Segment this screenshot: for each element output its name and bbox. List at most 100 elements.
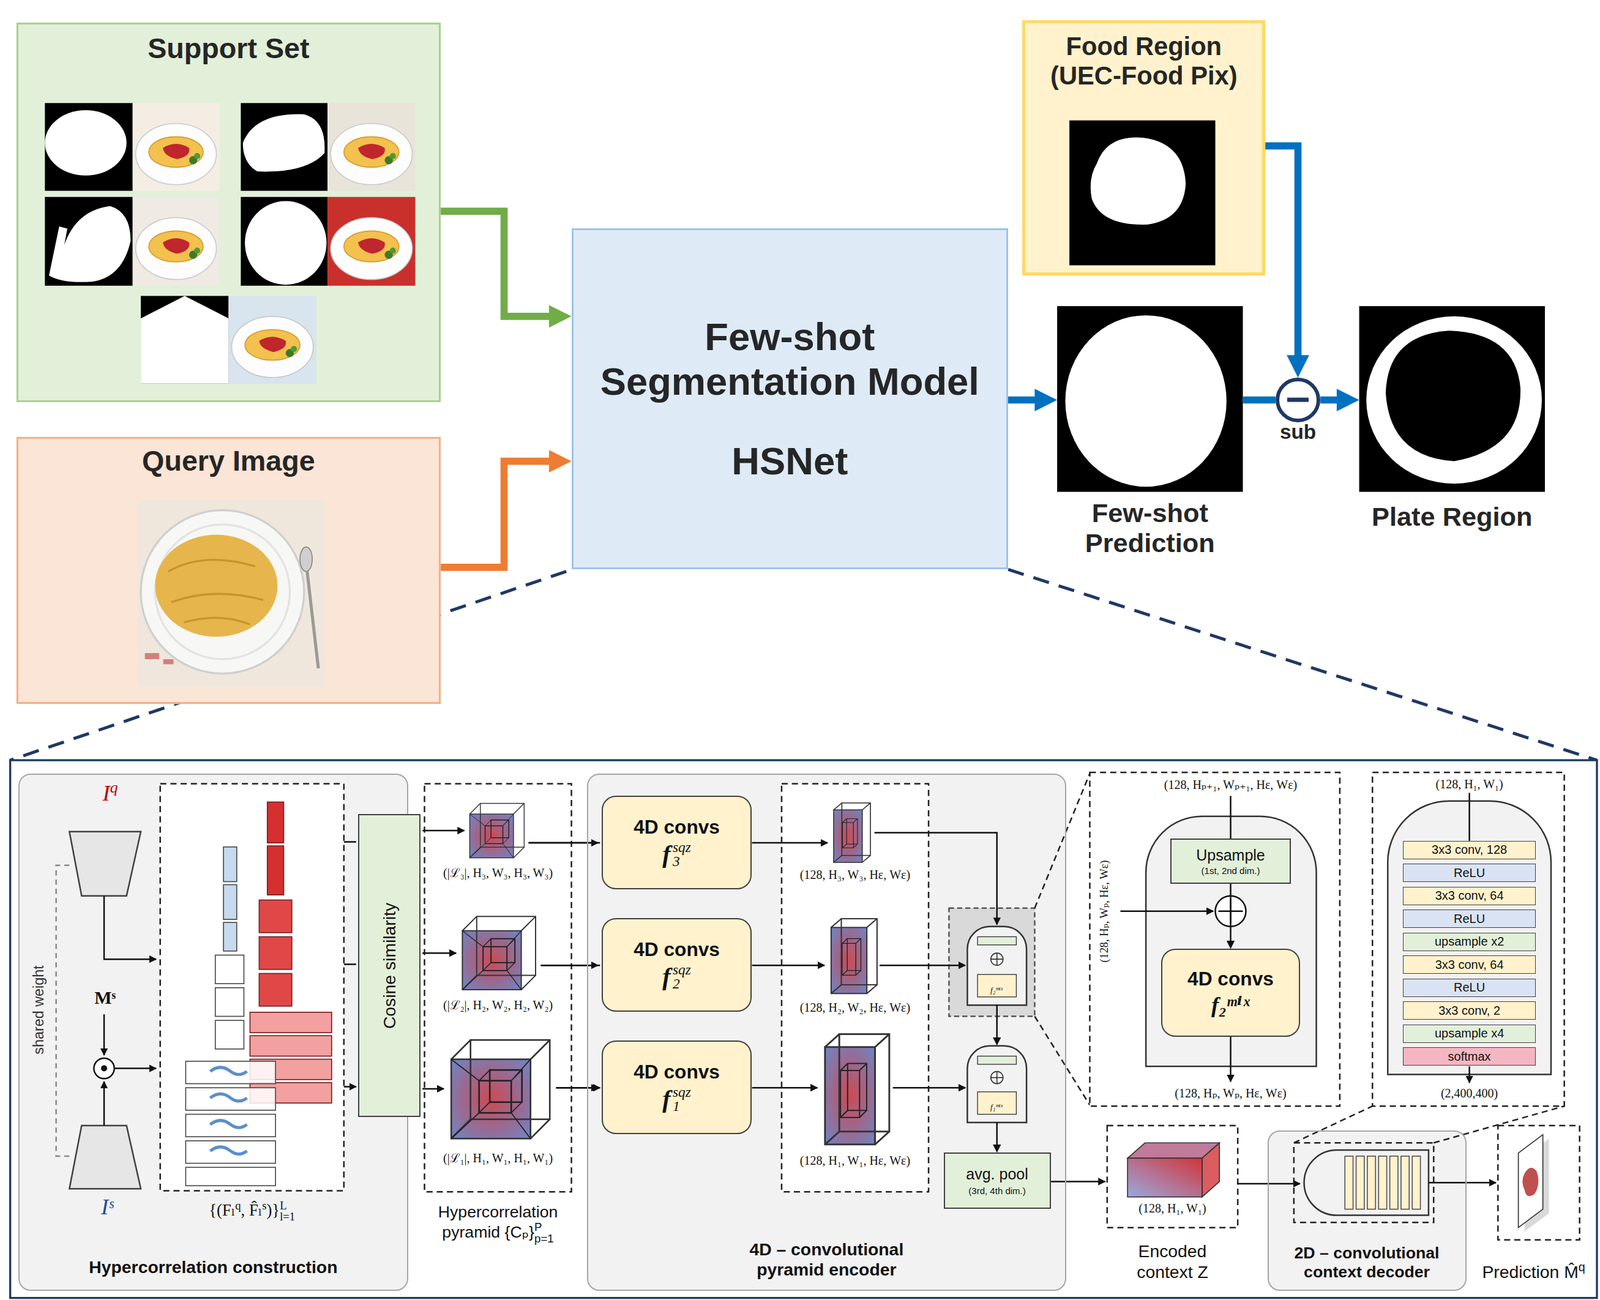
node-text: 4D convs — [633, 815, 720, 838]
label-group: Iˢ — [76, 1193, 138, 1221]
node-text: f — [662, 842, 671, 867]
node-text: ReLU — [1453, 980, 1485, 995]
arrowhead — [1226, 940, 1235, 949]
node-text: 1 — [672, 1099, 692, 1114]
layer-box: 3x3 conv, 128 — [1402, 841, 1536, 860]
arrowhead — [992, 1037, 1001, 1046]
math-line: fsqz1 — [662, 1085, 691, 1115]
label-text: (128, H₂, W₂, Hε, Wε) — [800, 1000, 911, 1015]
layer-box: upsample x2 — [1402, 932, 1536, 952]
connector-line — [995, 1005, 998, 1040]
upsample-box: Upsample(1st, 2nd dim.) — [1170, 838, 1291, 884]
node-text: (1st, 2nd dim.) — [1201, 865, 1261, 876]
label-text: (128, Hₚ, Wₚ, Hε, Wε) — [1098, 859, 1111, 963]
connector — [440, 211, 572, 328]
node-text: 2D – convolutional context decoder — [1272, 1243, 1462, 1282]
label-text: Mˢ — [94, 987, 116, 1008]
label-text: Prediction M̂ — [1481, 1262, 1578, 1282]
connector — [1243, 399, 1276, 401]
connector-line — [995, 1121, 998, 1148]
node-text: 4D – convolutional pyramid encoder — [714, 1239, 939, 1280]
node-text: f — [662, 964, 671, 990]
outside-heading: Few-shot Prediction — [1037, 498, 1263, 560]
label-text: (|ℒ₃|, H₃, W₃, H₃, W₃) — [443, 866, 553, 880]
math-line: fsqz2 — [662, 962, 691, 992]
label-text: Iˢ — [100, 1194, 114, 1220]
node-text: Few-shot Segmentation Model — [585, 314, 995, 404]
connector — [440, 449, 572, 568]
connector-line — [440, 461, 556, 568]
label-text: (|ℒ₂|, H₂, W₂, H₂, W₂) — [443, 998, 553, 1012]
node-text: Few-shot Prediction — [1037, 498, 1263, 560]
label-group: (128, Hₚ, Wₚ, Hε, Wε) — [1097, 859, 1111, 963]
panel-box: Support Set — [16, 22, 442, 403]
layer-box: upsample x4 — [1402, 1024, 1536, 1043]
label-text: (128, H₁, W₁) — [1138, 1201, 1206, 1215]
label-group: shared weight — [29, 965, 48, 1055]
connector — [1265, 145, 1310, 378]
label-text: P — [534, 1221, 554, 1234]
node-text: 3x3 conv, 64 — [1435, 888, 1504, 903]
connector — [1008, 388, 1058, 412]
layer-box: ReLU — [1402, 978, 1536, 998]
arrowhead — [549, 449, 572, 473]
node-text: Upsample — [1196, 846, 1266, 865]
label-text: (128, H₃, W₃, Hε, Wε) — [800, 867, 911, 882]
connector — [1226, 883, 1235, 950]
node-text: sqz — [672, 962, 692, 977]
label-text: q — [1578, 1260, 1586, 1274]
stage-panel: 4D – convolutional pyramid encoder 4D con… — [586, 773, 1067, 1291]
label-group: Hypercorrelation pyramid {Cₚ}Pp=1 — [407, 1202, 589, 1245]
node-text: upsample x4 — [1434, 1026, 1504, 1041]
mix-block: f₁ᵐⁱˣ — [967, 1045, 1027, 1122]
node-text: f — [662, 1087, 671, 1112]
sub-sup-stack: Ll=1 — [279, 1200, 296, 1223]
label-group: {(Fₗq, F̂ₗs)}Ll=1 — [160, 1200, 344, 1224]
label-group: (128, H₃, W₃, Hε, Wε) — [781, 867, 929, 883]
conv-block: 4D convsfsqz3 — [601, 795, 752, 890]
label-text: , F̂ₗ — [241, 1200, 263, 1220]
layer-box: ReLU — [1402, 863, 1536, 883]
label-text: (128, H₁, W₁, Hε, Wε) — [800, 1153, 911, 1168]
node-text: 4D convs — [1187, 967, 1274, 990]
panel-box: Food Region (UEC-Food Pix) — [1022, 20, 1266, 276]
minus-sign — [1287, 397, 1309, 403]
label-text: p=1 — [534, 1233, 554, 1245]
node-text: softmax — [1448, 1049, 1492, 1064]
node-text: 4D convs — [633, 1060, 720, 1083]
node-text: Food Region (UEC-Food Pix) — [1034, 31, 1254, 91]
label-group: (128, H₂, W₂, Hε, Wε) — [781, 1000, 929, 1015]
sub-sup-stack: Pp=1 — [534, 1221, 554, 1245]
node-text: 3x3 conv, 64 — [1435, 957, 1504, 972]
arrowhead — [549, 304, 572, 328]
connector-line — [440, 211, 556, 317]
connector — [992, 1005, 1001, 1047]
node-text: Cosine similarity — [379, 902, 400, 1029]
mask-image: Plate Region — [1359, 306, 1545, 492]
label-group: (|ℒ₁|, H₁, W₁, H₁, W₁) — [424, 1150, 572, 1166]
math-line: fsqz3 — [662, 840, 691, 870]
layer-box: 3x3 conv, 2 — [1402, 1001, 1536, 1020]
node-text: 3x3 conv, 128 — [1431, 842, 1507, 857]
label-text: {(Fₗ — [208, 1200, 236, 1220]
similarity-box: Cosine similarity — [358, 814, 421, 1118]
model-box: Few-shot Segmentation ModelHSNet — [571, 228, 1009, 570]
label-group: (128, H₁, W₁) — [1109, 1200, 1236, 1216]
label-text: I — [102, 780, 111, 806]
node-text: f₂ᵐⁱˣ — [990, 985, 1003, 995]
label-group: Iq — [79, 779, 141, 807]
label-text: q — [235, 1199, 241, 1212]
layer-box: 3x3 conv, 64 — [1402, 886, 1536, 906]
arrowhead — [992, 1144, 1001, 1153]
conv-block: 4D convsfsqz1 — [601, 1040, 752, 1135]
conv-block: 4D convsf₂ᵐⁱˣ — [1161, 948, 1301, 1037]
layer-box: ReLU — [1402, 909, 1536, 928]
node-text: upsample x2 — [1434, 934, 1504, 949]
node-text: 3x3 conv, 2 — [1438, 1003, 1501, 1018]
node-text: f₂ᵐⁱˣ — [1211, 992, 1250, 1018]
label-text: shared weight — [30, 965, 47, 1055]
subtract-circle: sub — [1275, 377, 1321, 423]
